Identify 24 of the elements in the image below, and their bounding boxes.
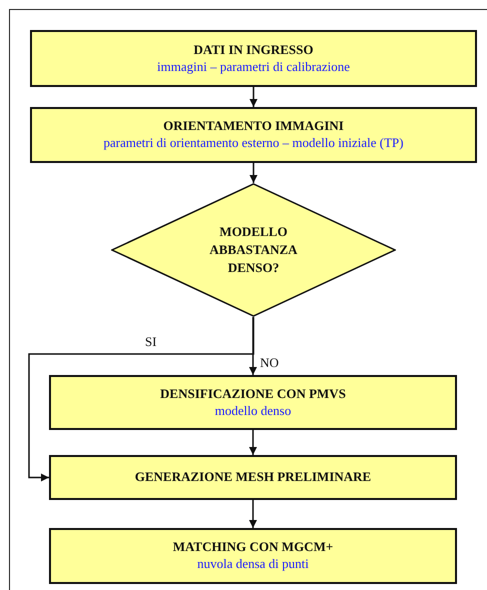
process-box: [49, 528, 457, 584]
arrow: [249, 500, 257, 528]
process-box: [30, 107, 477, 163]
step-title: MODELLO ABBASTANZA DENSO?: [208, 222, 298, 278]
step-title: GENERAZIONE MESH PRELIMINARE: [134, 469, 372, 486]
process-box: [49, 375, 457, 430]
arrow: [28, 317, 254, 482]
step-description: immagini – parametri di calibrazione: [157, 58, 350, 76]
step-title: DENSIFICAZIONE CON PMVS: [160, 386, 346, 402]
arrow: [250, 163, 258, 183]
arrow: [250, 87, 258, 107]
edge-label: SI: [144, 335, 158, 350]
process-box: [49, 455, 457, 500]
arrow: [249, 317, 257, 375]
decision-diamond: [111, 183, 396, 317]
step-description: nuvola densa di punti: [197, 556, 309, 573]
arrow: [249, 430, 257, 455]
step-title: MATCHING CON MGCM+: [172, 539, 334, 556]
step-description: modello denso: [214, 402, 292, 420]
step-title: ORIENTAMENTO IMMAGINI: [163, 118, 344, 135]
edge-label: NO: [259, 356, 280, 370]
step-title: DATI IN INGRESSO: [194, 42, 314, 58]
step-description: parametri di orientamento esterno – modello iniziale (TP): [104, 135, 404, 152]
process-box: [30, 30, 477, 87]
